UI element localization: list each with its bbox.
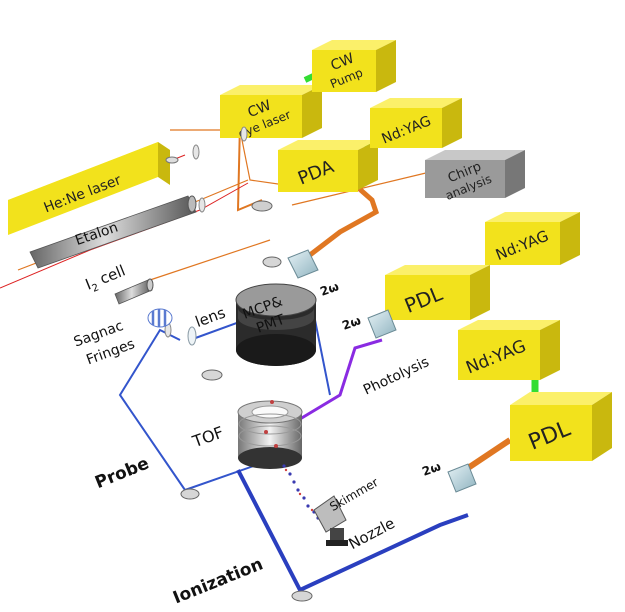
pda-box: PDA (278, 140, 378, 192)
skimmer-cone (313, 495, 347, 533)
orange-beam-upper (170, 129, 286, 186)
two-omega-label-low: 2ω (420, 459, 442, 479)
nozzle-part (326, 528, 348, 546)
chirp-analysis-box: Chirp analysis (425, 150, 525, 203)
hene-laser-box: He:Ne laser (8, 142, 170, 235)
molecular-beam-dots (282, 464, 320, 520)
mirror-1 (165, 156, 179, 164)
probe-label: Probe (92, 454, 152, 494)
tof-tube (237, 400, 303, 469)
pdl-mid-box: PDL (385, 265, 490, 320)
mirror-6 (262, 256, 282, 268)
orange-beam-pdl-low (463, 437, 512, 473)
mirror-10 (291, 590, 313, 602)
cw-dye-laser-box: CW dye laser (220, 85, 322, 141)
crystal-low (447, 463, 477, 493)
cw-pump-box: CW Pump (312, 40, 396, 92)
ionization-label: Ionization (170, 554, 266, 607)
sagnac-fringes-disc (147, 308, 173, 328)
two-omega-label-upper: 2ω (318, 279, 340, 299)
ndyag-top-box: Nd:YAG (370, 98, 462, 148)
lens-label: lens (193, 304, 228, 331)
ndyag-mid-box: Nd:YAG (485, 212, 580, 265)
doubling-crystals (287, 249, 477, 493)
orange-beam-pda (304, 183, 380, 260)
mirror-8 (201, 369, 223, 381)
mirror-5 (251, 200, 273, 212)
blue-beam-ionization (236, 469, 469, 593)
i2-cell: I2 cell (83, 262, 154, 305)
crystal-mid (367, 309, 397, 339)
mirrors (164, 126, 313, 602)
mcp-pmt-detector: MCP& PMT (235, 283, 317, 366)
orange-beam-i2 (149, 239, 271, 281)
mirror-4 (198, 197, 206, 213)
mirror-9 (180, 488, 200, 500)
violet-beam-photolysis (289, 338, 383, 427)
crystal-upper (287, 249, 319, 279)
mirror-3 (240, 126, 248, 142)
pdl-low-box: PDL (510, 392, 612, 461)
photolysis-label: Photolysis (361, 354, 432, 398)
ndyag-low-box: Nd:YAG (458, 320, 560, 380)
lens-optic (187, 326, 197, 346)
tof-label: TOF (189, 423, 226, 452)
two-omega-label-mid: 2ω (340, 313, 362, 333)
skimmer-label: Skimmer (327, 475, 380, 514)
mirror-2 (192, 144, 200, 160)
